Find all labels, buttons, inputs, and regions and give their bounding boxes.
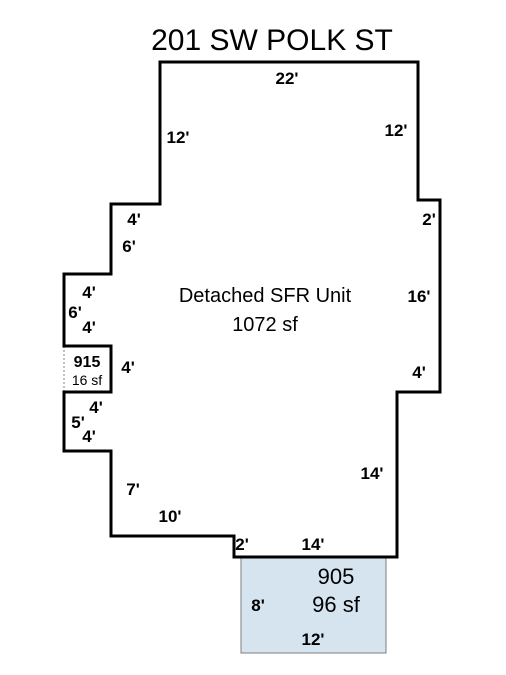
dim-step-left-horiz: 4' <box>127 210 141 229</box>
dim-right-vert: 16' <box>408 287 431 306</box>
small-area-code: 915 <box>74 354 101 371</box>
dim-bump-vert: 6' <box>68 303 82 322</box>
dim-small-lower-top: 4' <box>89 398 103 417</box>
dim-upper-right: 12' <box>385 121 408 140</box>
main-unit-area: 1072 sf <box>232 314 298 336</box>
main-unit-name: Detached SFR Unit <box>179 285 352 307</box>
dim-small-lower-vert: 5' <box>71 413 85 432</box>
dim-lower-left-vert: 7' <box>126 480 140 499</box>
garage-area <box>240 556 387 654</box>
dim-bottom-horiz: 14' <box>302 535 325 554</box>
dim-bottom-step-vert: 2' <box>235 535 249 554</box>
dim-right-inset: 4' <box>412 363 426 382</box>
garage-area-size: 96 sf <box>312 592 361 617</box>
dim-bottom-left-horiz: 10' <box>159 507 182 526</box>
dim-top: 22' <box>276 69 299 88</box>
dim-bump-top-horiz: 4' <box>82 283 96 302</box>
dim-small-right: 4' <box>121 358 135 377</box>
dim-step-left-vert: 6' <box>122 237 136 256</box>
dim-garage-vert: 8' <box>251 596 265 615</box>
dim-upper-left: 12' <box>167 128 190 147</box>
dim-bump-bottom-horiz: 4' <box>82 318 96 337</box>
dim-garage-horiz: 12' <box>302 630 325 649</box>
small-area-box <box>63 345 112 393</box>
dim-right-step-horiz: 2' <box>422 210 436 229</box>
dim-small-lower-bottom: 4' <box>82 427 96 446</box>
small-area-size: 16 sf <box>72 372 102 388</box>
diagram-title: 201 SW POLK ST <box>151 24 393 57</box>
dim-right-lower-vert: 14' <box>361 464 384 483</box>
garage-area-code: 905 <box>318 564 355 589</box>
main-unit-outline <box>62 60 442 559</box>
